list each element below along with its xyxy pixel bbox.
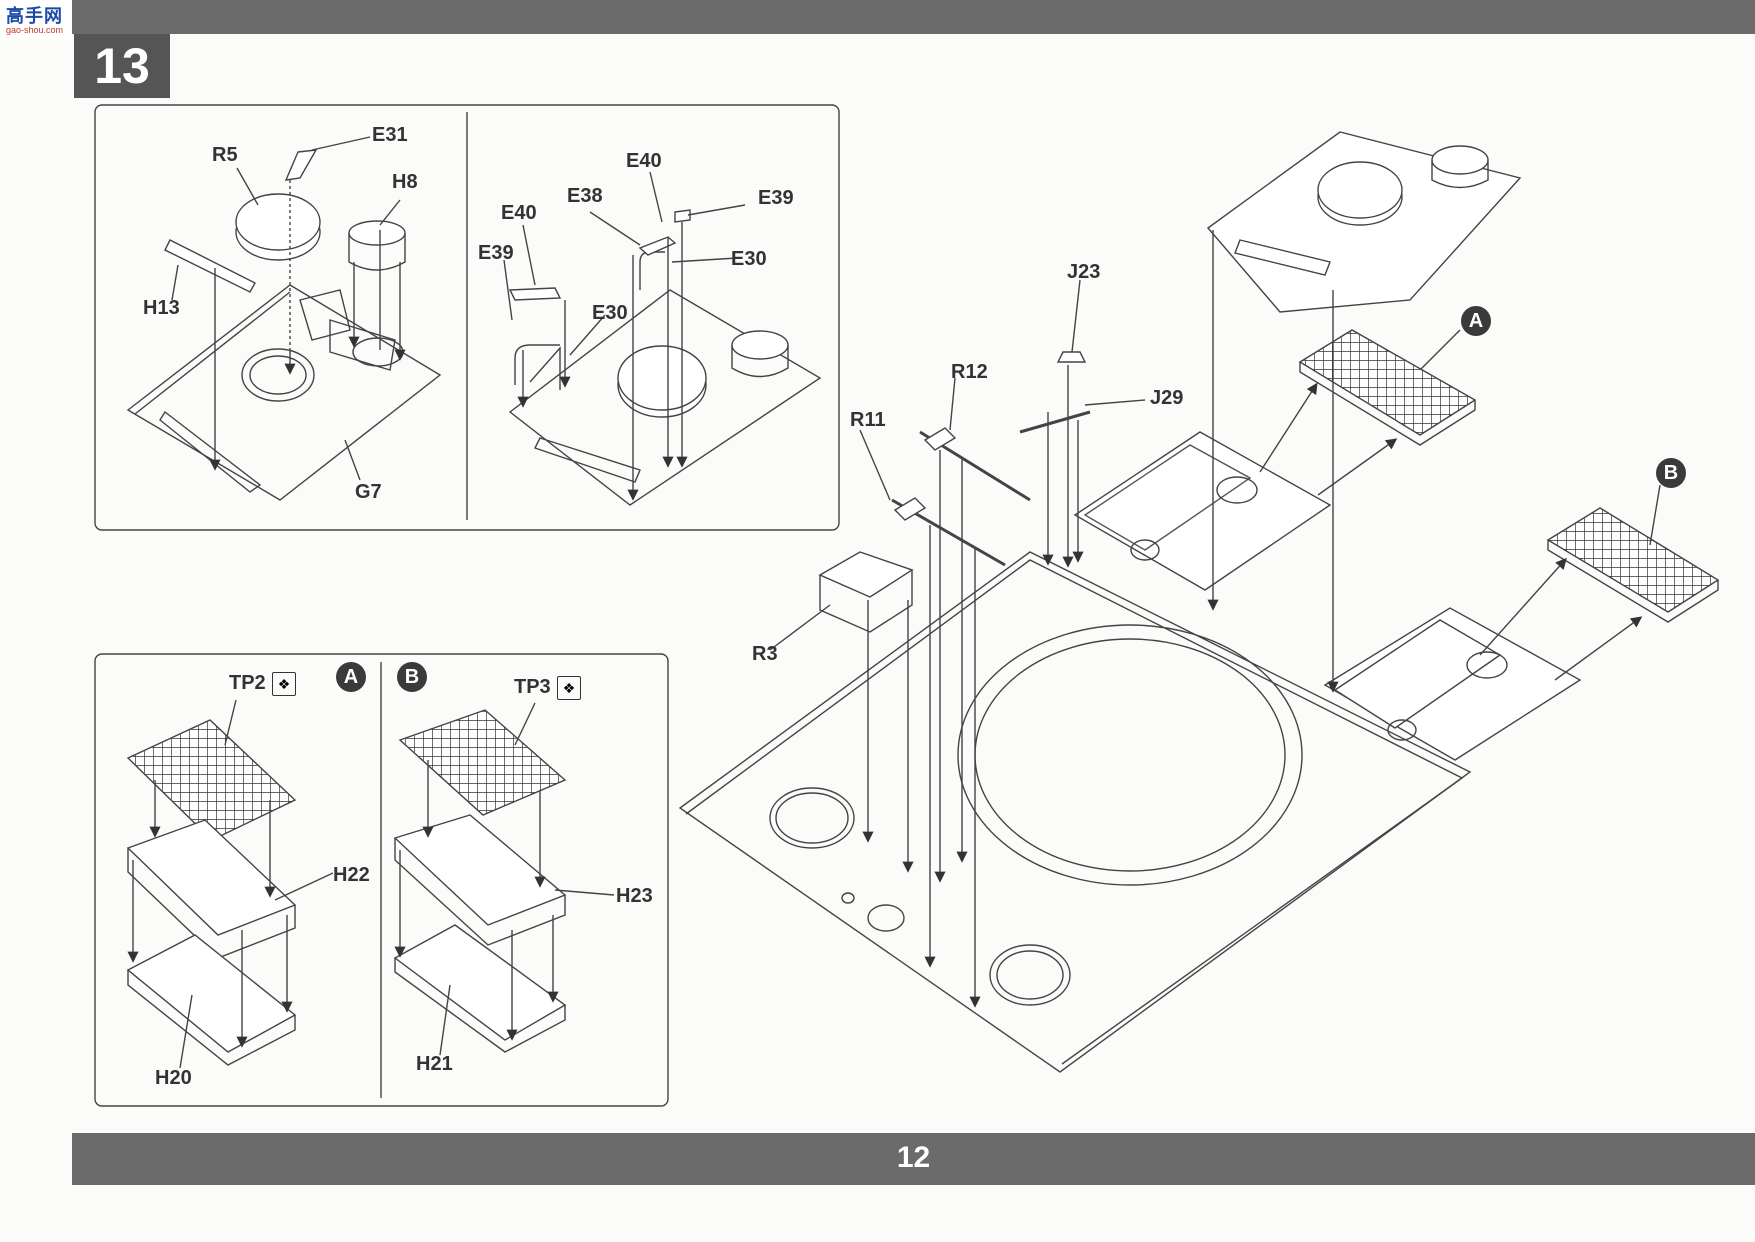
part-h8 (348, 220, 406, 246)
rail-slot (159, 410, 262, 493)
part-h21 (393, 924, 567, 1041)
label-e30-left: E30 (592, 302, 628, 324)
label-tp3: TP3 (514, 676, 551, 698)
label-r5: R5 (212, 144, 238, 166)
label-e40-left: E40 (501, 202, 537, 224)
page-number: 12 (896, 1141, 931, 1174)
hull-plate-right (508, 289, 822, 506)
label-h8: H8 (392, 171, 418, 193)
bottom-band: 12 (72, 1133, 1755, 1185)
part-tp3-mesh (398, 709, 567, 816)
part-r3 (818, 551, 914, 598)
bottom-panel-frame (94, 653, 669, 1107)
label-r3: R3 (752, 643, 778, 665)
part-tp2-mesh (126, 719, 297, 841)
part-j23 (1056, 351, 1087, 363)
label-h23: H23 (616, 885, 653, 907)
site-logo: 高手网 gao-shou.com (0, 0, 72, 40)
label-h20: H20 (155, 1067, 192, 1089)
turret-ring (957, 624, 1303, 886)
main-hull-roof (678, 131, 1720, 1073)
subassembly-turret-base-right (508, 209, 822, 506)
grille-b (1546, 507, 1720, 613)
part-e31 (284, 149, 318, 181)
grille-a (1298, 329, 1477, 436)
hull-plate-g7 (126, 284, 442, 501)
label-e30-right: E30 (731, 248, 767, 270)
part-j29 (1019, 410, 1091, 434)
label-e38: E38 (567, 185, 603, 207)
top-panel-frame (94, 104, 840, 531)
logo-text: 高手网 (6, 6, 63, 26)
hatch-ring-left (769, 787, 855, 849)
label-h22: H22 (333, 864, 370, 886)
top-band (72, 0, 1755, 34)
subassembly-grille-b (393, 709, 567, 1053)
logo-url: gao-shou.com (6, 25, 64, 35)
label-j23: J23 (1067, 261, 1101, 283)
label-r12: R12 (951, 361, 988, 383)
subassembly-turret-base-left (126, 149, 442, 501)
ring-opening (241, 348, 315, 402)
label-h13: H13 (143, 297, 180, 319)
hull-roof-plate (678, 551, 1472, 1073)
label-e40-top: E40 (626, 150, 662, 172)
label-h21: H21 (416, 1053, 453, 1075)
step-number: 13 (74, 34, 170, 98)
label-r11: R11 (850, 409, 886, 431)
label-e31: E31 (372, 124, 408, 146)
callout-b-main: B (1656, 458, 1686, 488)
label-e39-left: E39 (478, 242, 514, 264)
label-g7: G7 (355, 481, 382, 503)
callout-a-panel: A (336, 662, 366, 692)
callout-a-main: A (1461, 306, 1491, 336)
hatch-ring-bottom (989, 944, 1071, 1006)
clear-part-icon: ❖ (272, 672, 296, 696)
clear-part-icon: ❖ (557, 676, 581, 700)
subassembly-grille-a (126, 719, 297, 1066)
label-tp2: TP2 (229, 672, 266, 694)
part-h13 (164, 239, 256, 293)
callout-b-panel: B (397, 662, 427, 692)
part-h20 (126, 934, 297, 1053)
label-j29: J29 (1150, 387, 1184, 409)
label-e39-right: E39 (758, 187, 794, 209)
